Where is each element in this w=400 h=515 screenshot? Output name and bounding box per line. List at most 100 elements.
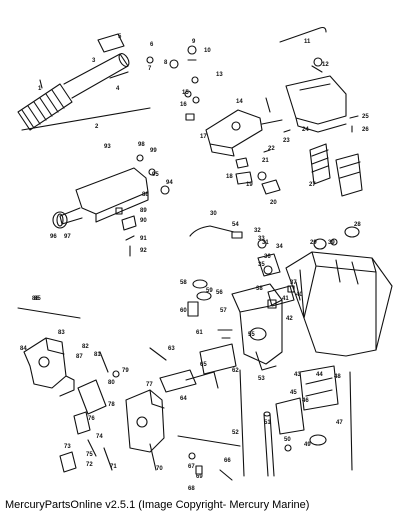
callout: 70: [156, 466, 163, 472]
callout: 68: [188, 486, 195, 490]
throttle-shaft: [21, 107, 151, 131]
callout: 80: [108, 380, 115, 386]
callout: 91: [140, 236, 147, 242]
callout: 30: [210, 211, 217, 217]
callout: 66: [224, 458, 231, 464]
callout: 29: [310, 240, 317, 246]
thrust-rod-parts: [73, 347, 197, 435]
callout: 51: [264, 420, 271, 426]
callout: 92: [140, 248, 147, 254]
callout: 7: [148, 66, 152, 72]
callout: 38: [256, 286, 263, 292]
exploded-parts-diagram: 1 2 3 4 5 6 7 8 9 10 11 12 13 14 15 16 1…: [17, 26, 393, 490]
callout: 44: [316, 372, 323, 378]
small-hardware-middle: [184, 76, 291, 195]
callout: 99: [150, 148, 157, 154]
bolts-right: [349, 115, 359, 133]
callout: 87: [76, 354, 83, 360]
callout: 56: [216, 290, 223, 296]
callout: 1: [38, 86, 42, 92]
callout: 55: [248, 332, 255, 338]
callout: 78: [108, 402, 115, 408]
callout: 28: [354, 222, 361, 228]
callout: 43: [294, 372, 301, 378]
callout: 93: [104, 144, 111, 150]
callout: 81: [94, 352, 101, 358]
callout: 72: [86, 462, 93, 468]
callout: 50: [284, 437, 291, 443]
clamp-bracket-right: [125, 389, 165, 453]
callout: 75: [86, 452, 93, 458]
callout: 88: [142, 192, 149, 198]
drive-shaft-housing: [285, 226, 393, 357]
callout: 47: [336, 420, 343, 426]
washer-left: [52, 211, 68, 229]
callout: 17: [200, 134, 207, 140]
callout: 49: [304, 442, 311, 448]
callout: 15: [182, 90, 189, 96]
callout: 18: [226, 174, 233, 180]
callout: 63: [168, 346, 175, 352]
callout: 22: [268, 146, 275, 152]
callout: 20: [270, 200, 277, 206]
callout: 14: [236, 99, 243, 105]
pivot-pin: [279, 26, 327, 43]
callout: 86: [32, 296, 39, 302]
callout: 60: [180, 308, 187, 314]
callout: 36: [264, 254, 271, 260]
callout: 84: [20, 346, 27, 352]
fasteners-88-92: [115, 154, 144, 257]
callout: 65: [200, 362, 207, 368]
callout: 95: [152, 172, 159, 178]
long-pin-86: [17, 307, 81, 319]
upper-support-bracket: [285, 57, 347, 133]
callout: 53: [258, 376, 265, 382]
callout: 25: [362, 114, 369, 120]
callout: 4: [116, 86, 120, 92]
rings-58-60: [187, 279, 212, 317]
callout: 77: [146, 382, 153, 388]
callout: 27: [309, 182, 316, 188]
callout: 33: [258, 236, 265, 242]
steering-arm-bracket: [205, 109, 283, 157]
callout: 12: [322, 62, 329, 68]
tiller-grip: [17, 79, 73, 131]
callout: 35: [258, 262, 265, 268]
callout: 97: [64, 234, 71, 240]
callout: 62: [232, 368, 239, 374]
callout: 82: [82, 344, 89, 350]
callout: 83: [58, 330, 65, 336]
callout: 52: [232, 430, 239, 436]
lower-small-parts: [59, 435, 241, 481]
callout: 24: [302, 127, 309, 133]
callout: 59: [206, 288, 213, 294]
callout: 69: [196, 474, 203, 480]
callout: 5: [118, 34, 122, 40]
callout: 96: [50, 234, 57, 240]
callout: 3: [92, 58, 96, 64]
bracket-61-62: [199, 329, 237, 375]
callout: 90: [140, 218, 147, 224]
tilt-lock-lever: [185, 371, 219, 389]
callout: 39: [328, 240, 335, 246]
clamp-bracket-left: [23, 337, 75, 397]
link-rod: [189, 225, 235, 237]
callout-labels: 1 2 3 4 5 6 7 8 9 10 11 12 13 14 15 16 1…: [20, 34, 369, 490]
tube-51: [263, 411, 275, 477]
callout: 45: [290, 390, 297, 396]
callout: 41: [282, 296, 289, 302]
callout: 2: [95, 124, 99, 130]
callout: 32: [254, 228, 261, 234]
callout: 13: [216, 72, 223, 78]
callout: 42: [286, 316, 293, 322]
callout: 61: [196, 330, 203, 336]
callout: 57: [220, 308, 227, 314]
pivot-housing: [231, 283, 283, 371]
callout: 16: [180, 102, 187, 108]
callout: 71: [110, 464, 117, 470]
callout: 10: [204, 48, 211, 54]
shaft-52: [239, 369, 245, 477]
callout: 40: [296, 292, 303, 298]
callout: 46: [302, 398, 309, 404]
callout: 37: [290, 280, 297, 286]
